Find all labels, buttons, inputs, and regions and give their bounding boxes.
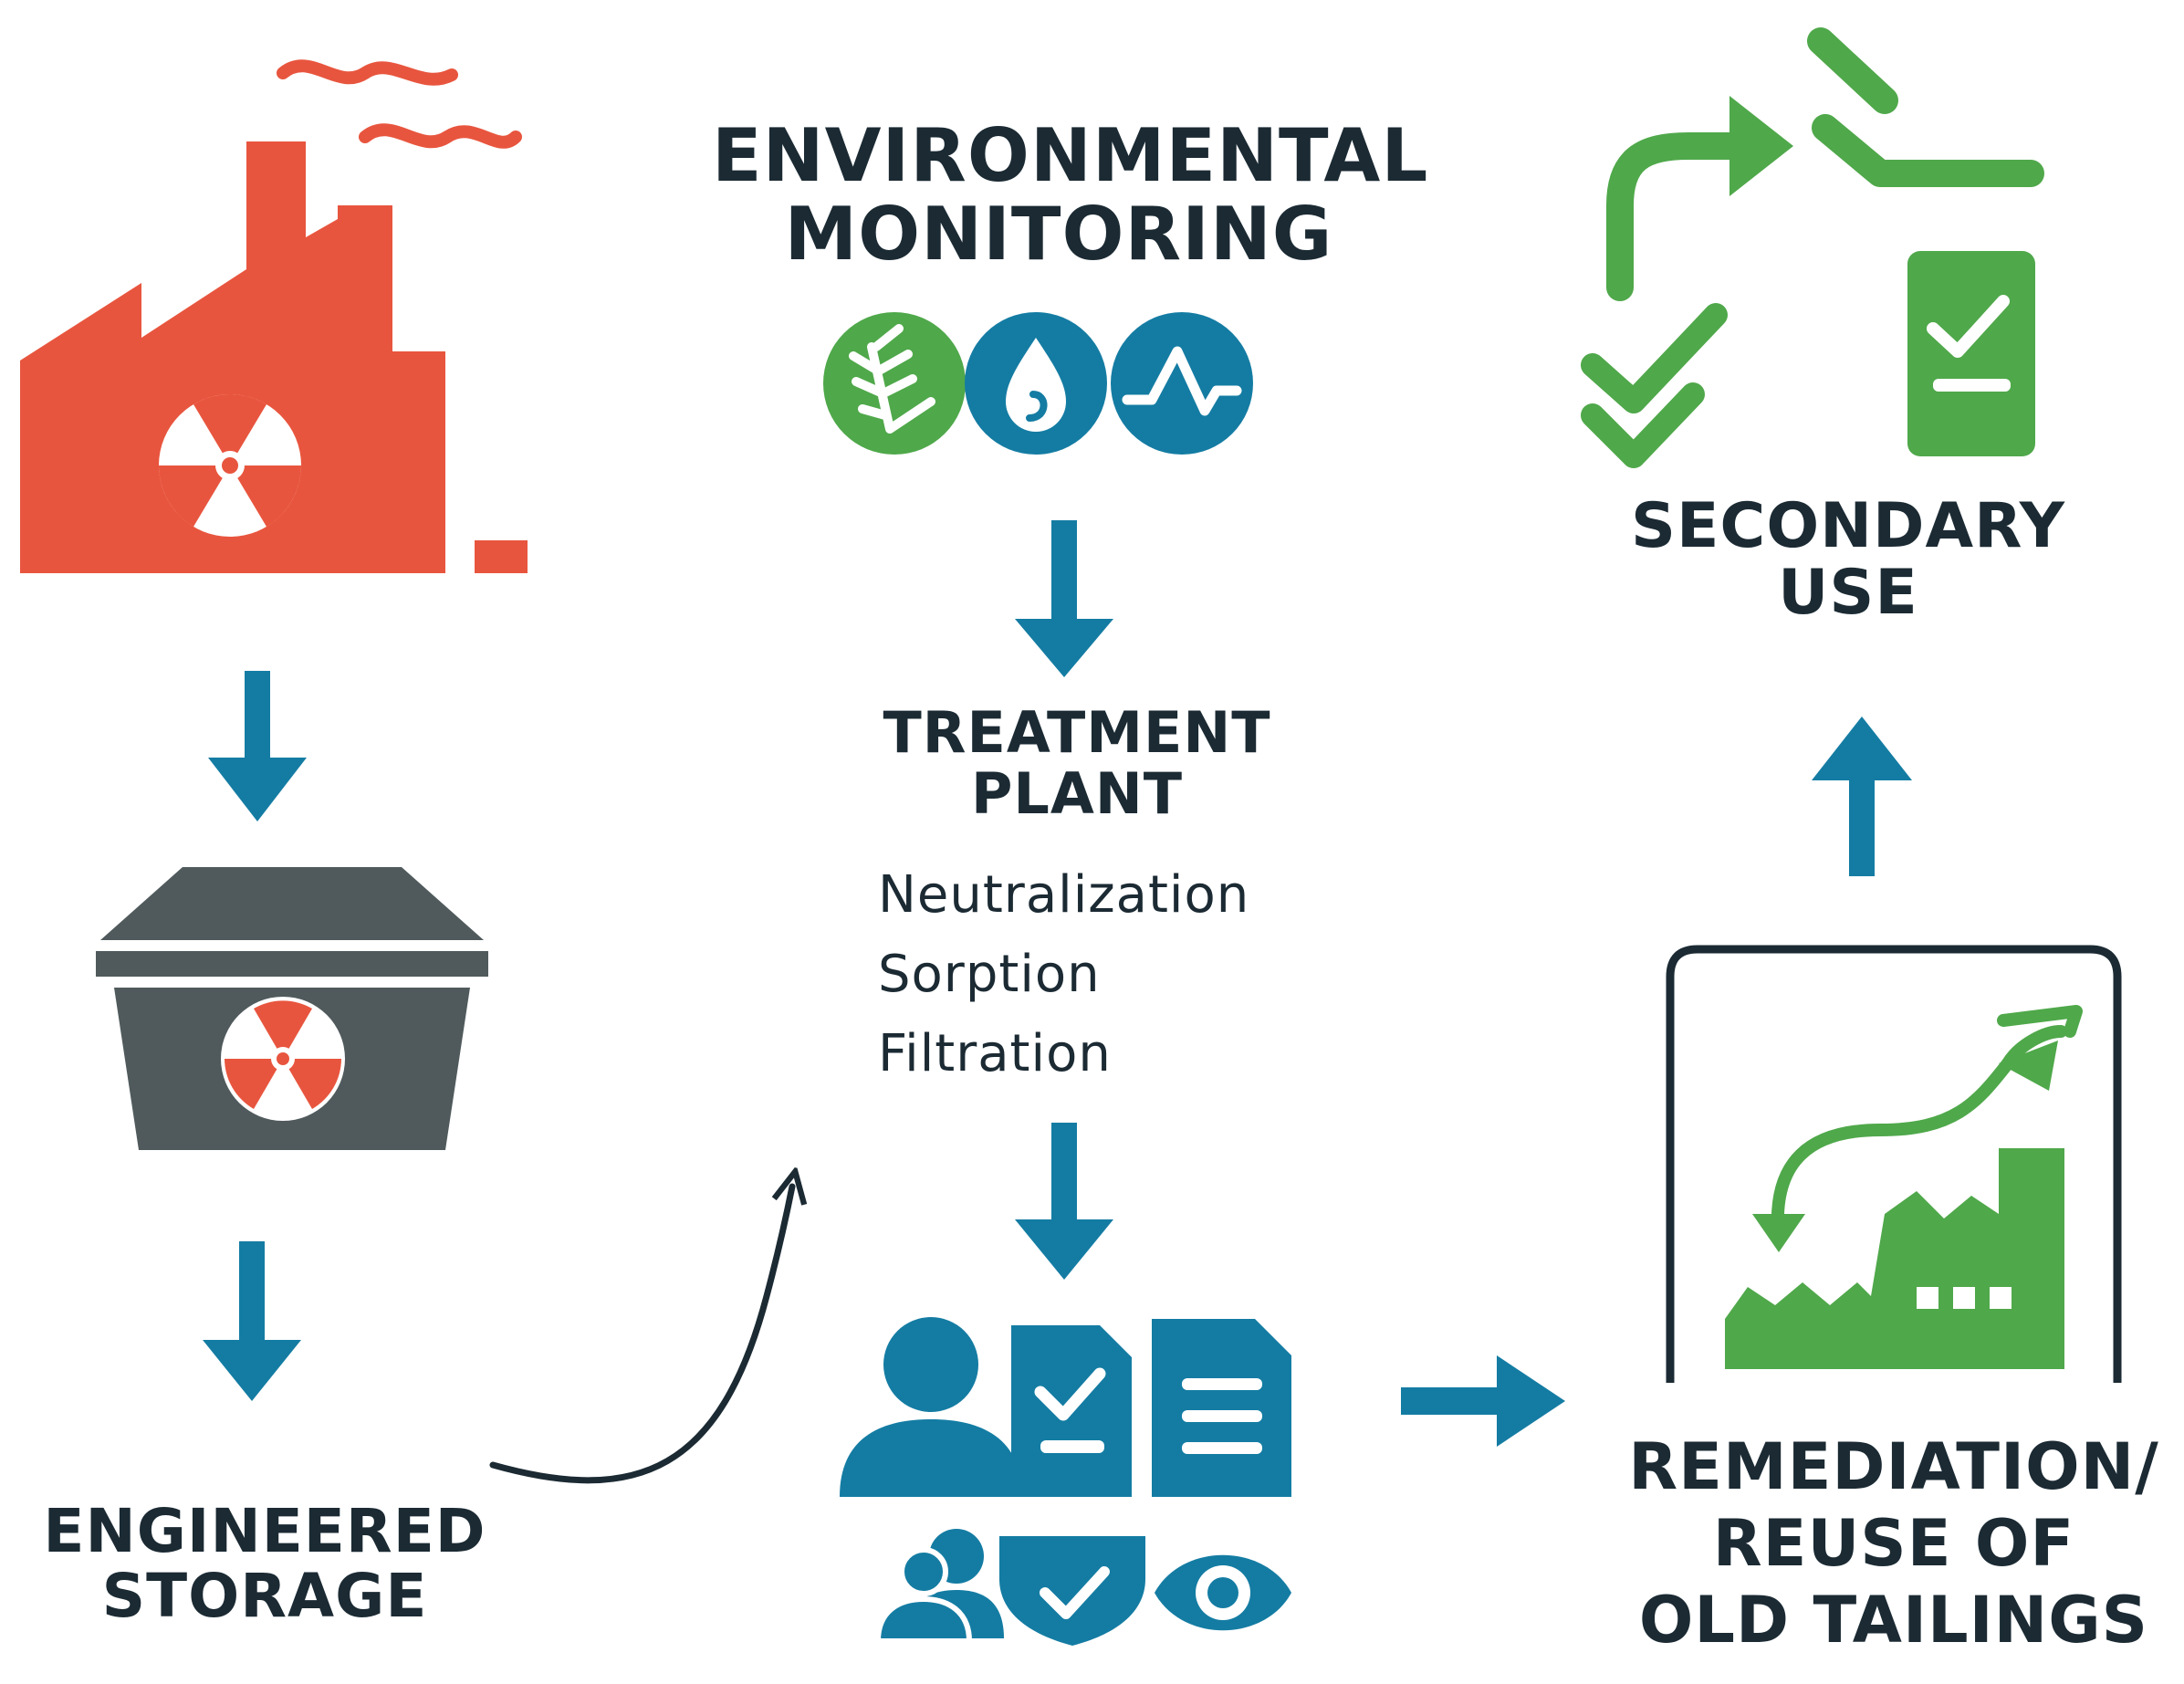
title-line: STORAGE — [101, 1561, 428, 1632]
treatment-plant-title: TREATMENT PLANT — [821, 699, 1332, 827]
plant-leaf-icon — [823, 312, 966, 455]
arrow-remediation-to-secondary — [1812, 716, 1912, 876]
water-drop-icon — [965, 312, 1107, 455]
arrow-monitoring-to-treatment — [1015, 520, 1113, 677]
pulse-wave-icon — [1111, 312, 1253, 455]
checklist-card-icon — [1907, 251, 2035, 456]
text-document-icon — [1152, 1319, 1291, 1497]
treatment-step: Filtration — [878, 1023, 1112, 1083]
radioactive-factory-icon — [20, 59, 528, 573]
curved-arrow-icon — [1606, 27, 2044, 301]
title-line: REUSE OF — [1712, 1506, 2075, 1581]
arrow-treatment-to-reporting — [1015, 1123, 1113, 1280]
title-line: ENVIRONMENTAL — [712, 113, 1429, 198]
environmental-monitoring-title: ENVIRONMENTAL MONITORING — [712, 113, 1429, 277]
remediation-title: REMEDIATION/ REUSE OF OLD TAILINGS — [1606, 1428, 2181, 1658]
title-line: OLD TAILINGS — [1638, 1583, 2149, 1658]
treatment-steps-list: Neutralization Sorption Filtration — [878, 856, 1249, 1093]
title-line: REMEDIATION/ — [1628, 1429, 2159, 1504]
double-check-icon — [1581, 303, 1728, 468]
secondary-use-title: SECONDARY USE — [1593, 493, 2104, 627]
eye-icon — [1155, 1554, 1291, 1631]
checklist-document-icon — [1011, 1325, 1132, 1497]
group-icon — [874, 1529, 1004, 1644]
title-line: TREATMENT — [883, 699, 1271, 766]
title-line: USE — [1778, 557, 1918, 630]
curved-arrow-storage-to-treatment — [489, 1187, 792, 1484]
arrow-container-to-storage — [203, 1241, 301, 1401]
engineered-storage-title: ENGINEERED STORAGE — [18, 1499, 511, 1629]
person-icon — [840, 1317, 1022, 1497]
arrow-factory-to-container — [208, 671, 307, 821]
shield-check-icon — [999, 1536, 1145, 1646]
treatment-step: Sorption — [878, 944, 1101, 1004]
green-factory-growth-icon — [1725, 1005, 2083, 1369]
treatment-step: Neutralization — [878, 865, 1250, 925]
remediation-frame — [1666, 945, 2122, 1383]
title-line: SECONDARY — [1630, 490, 2065, 562]
title-line: MONITORING — [784, 192, 1333, 277]
radioactive-container-icon — [96, 867, 488, 1150]
title-line: PLANT — [970, 759, 1184, 827]
title-line: ENGINEERED — [43, 1496, 486, 1566]
arrow-reporting-to-remediation — [1401, 1355, 1565, 1447]
